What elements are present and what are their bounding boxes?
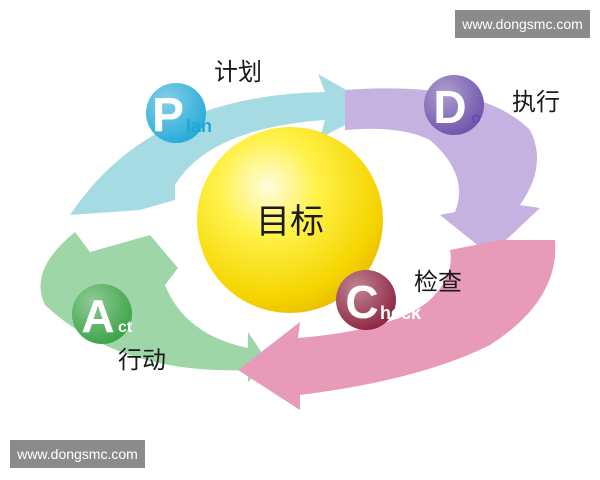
do-rest: o (471, 110, 481, 127)
do-label: 执行 (512, 88, 560, 116)
check-initial: C (345, 276, 378, 328)
do-initial: D (433, 81, 466, 133)
goal-sphere (197, 127, 383, 313)
check-label: 检查 (414, 268, 462, 296)
plan-arrow (70, 74, 378, 215)
goal-label: 目标 (256, 202, 324, 242)
act-rest: ct (118, 319, 133, 336)
check-arrow (238, 240, 556, 410)
check-badge: C heck (336, 270, 422, 330)
act-badge: A ct (72, 284, 133, 344)
watermark-top: www.dongsmc.com (455, 10, 590, 38)
plan-initial: P (152, 89, 184, 142)
check-rest: heck (380, 303, 422, 323)
watermark-bottom: www.dongsmc.com (10, 440, 145, 468)
plan-rest: lan (186, 116, 212, 136)
act-initial: A (81, 290, 114, 342)
plan-label: 计划 (214, 58, 262, 86)
do-badge: D o (424, 75, 484, 135)
act-arrow (40, 232, 268, 382)
do-arrow (345, 88, 540, 255)
act-label: 行动 (118, 346, 166, 374)
plan-badge: P lan (146, 83, 212, 143)
